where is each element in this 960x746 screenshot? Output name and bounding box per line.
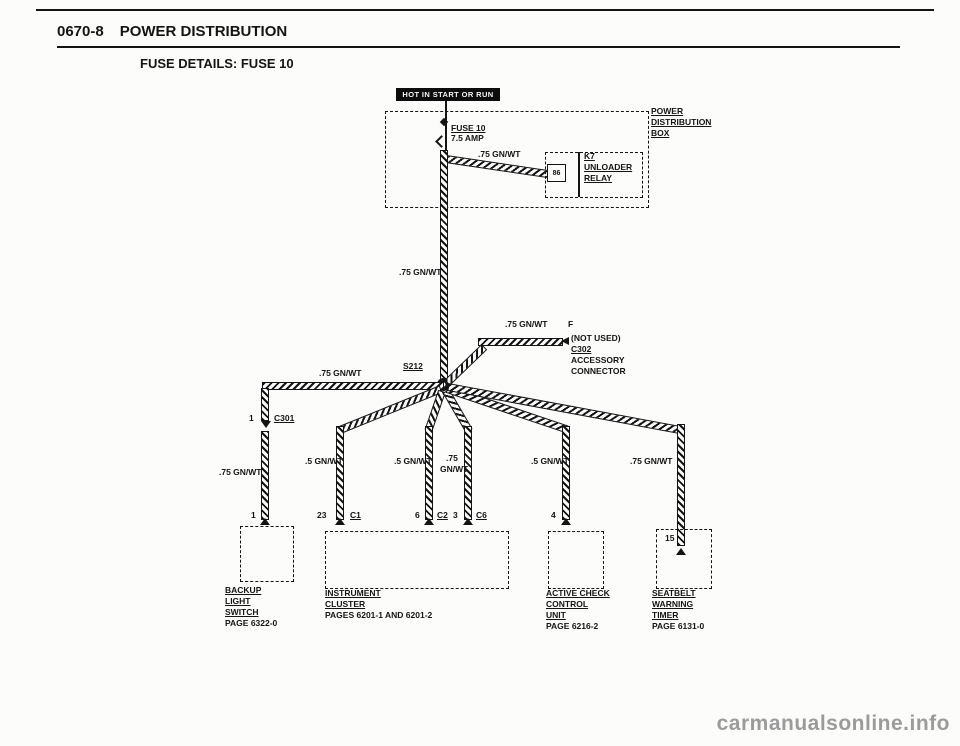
seatbelt-caption-line3: TIMER xyxy=(652,610,679,620)
pin-arrow-icon-backup xyxy=(260,518,270,525)
relay-label-k7: K7 xyxy=(584,151,595,161)
c302-note: (NOT USED) xyxy=(571,333,621,343)
cluster-caption-line1: INSTRUMENT xyxy=(325,588,381,598)
active-caption-line3: UNIT xyxy=(546,610,566,620)
doc-title: POWER DISTRIBUTION xyxy=(119,23,288,40)
c302-pin: F xyxy=(568,319,574,329)
relay-label-unloader: UNLOADER xyxy=(584,162,633,172)
instrument-cluster-box xyxy=(325,531,509,589)
wire-label-left: .75 GN/WT xyxy=(319,368,362,378)
connector-c302-arrow-icon xyxy=(561,337,569,345)
wire-splice-to-c302 xyxy=(478,338,563,346)
pin-arrow-icon-3 xyxy=(463,518,473,525)
power-box-label-1: POWER xyxy=(651,106,684,116)
c302-connector: CONNECTOR xyxy=(571,366,626,376)
cluster-caption-page: PAGES 6201-1 AND 6201-2 xyxy=(325,610,433,620)
connector-c301-label: C301 xyxy=(274,413,295,423)
connector-c1-label: C1 xyxy=(350,510,361,520)
backup-light-switch-box xyxy=(240,526,294,582)
pin-backup: 1 xyxy=(251,510,256,520)
wire-left-upper xyxy=(261,388,269,421)
wire-label-pin6: .5 GN/WT xyxy=(394,456,432,466)
header-rule xyxy=(57,46,900,48)
active-caption-page: PAGE 6216-2 xyxy=(546,621,599,631)
pin-6: 6 xyxy=(415,510,420,520)
connector-c6-label: C6 xyxy=(476,510,487,520)
backup-caption-line3: SWITCH xyxy=(225,607,259,617)
backup-light-switch-caption: BACKUP LIGHT SWITCH PAGE 6322-0 xyxy=(225,585,277,629)
power-box-label-2: DISTRIBUTION xyxy=(651,117,712,127)
wire-left-lower xyxy=(261,431,269,520)
power-distribution-box xyxy=(385,111,649,208)
doc-number: 0670-8 xyxy=(57,23,104,40)
watermark-text: carmanualsonline.info xyxy=(716,712,950,735)
splice-s212-label: S212 xyxy=(403,361,423,371)
relay-terminal-86: 86 xyxy=(547,164,566,182)
pin-arrow-icon-4 xyxy=(561,518,571,525)
instrument-cluster-caption: INSTRUMENT CLUSTER PAGES 6201-1 AND 6201… xyxy=(325,588,432,621)
pin-arrow-icon-15 xyxy=(676,548,686,555)
c302-accessory: ACCESSORY xyxy=(571,355,625,365)
hot-in-start-or-run-label: HOT IN START OR RUN xyxy=(396,88,500,101)
pin-15: 15 xyxy=(665,533,675,543)
seatbelt-caption-page: PAGE 6131-0 xyxy=(652,621,705,631)
unloader-relay-box xyxy=(545,152,643,198)
fuse-name: FUSE 10 xyxy=(451,123,486,133)
wire-to-pin15 xyxy=(677,424,685,546)
wire-label-pin15: .75 GN/WT xyxy=(630,456,673,466)
pin-4: 4 xyxy=(551,510,556,520)
page-top-rule xyxy=(36,9,934,11)
cluster-caption-line2: CLUSTER xyxy=(325,599,366,609)
section-title: FUSE DETAILS: FUSE 10 xyxy=(140,56,294,71)
wire-label-pin3-b: GN/WT xyxy=(440,464,469,474)
wire-splice-to-c302-diag xyxy=(444,344,488,386)
wire-label-pin4: .5 GN/WT xyxy=(531,456,569,466)
pin-arrow-icon-6 xyxy=(424,518,434,525)
wire-label-to-relay: .75 GN/WT xyxy=(478,149,521,159)
active-check-caption: ACTIVE CHECK CONTROL UNIT PAGE 6216-2 xyxy=(546,588,610,632)
power-box-label-3: BOX xyxy=(651,128,670,138)
wire-label-main: .75 GN/WT xyxy=(399,267,442,277)
active-caption-line2: CONTROL xyxy=(546,599,589,609)
seatbelt-caption-line2: WARNING xyxy=(652,599,694,609)
wire-label-to-backup: .75 GN/WT xyxy=(219,467,262,477)
pin-3: 3 xyxy=(453,510,458,520)
c301-pin: 1 xyxy=(249,413,254,423)
seatbelt-warning-timer-box xyxy=(656,529,712,589)
wire-label-pin3-a: .75 xyxy=(446,453,458,463)
wire-to-pin23 xyxy=(336,426,344,520)
connector-c302-label: C302 xyxy=(571,344,592,354)
active-caption-line1: ACTIVE CHECK xyxy=(546,588,610,598)
seatbelt-caption-line1: SEATBELT xyxy=(652,588,696,598)
wire-splice-left xyxy=(262,382,444,390)
wire-label-to-c302: .75 GN/WT xyxy=(505,319,548,329)
wire-to-pin4 xyxy=(562,426,570,520)
connector-c2-label: C2 xyxy=(437,510,448,520)
backup-caption-line1: BACKUP xyxy=(225,585,262,595)
relay-label-relay: RELAY xyxy=(584,173,613,183)
connector-c301-arrow-icon xyxy=(261,421,271,428)
wire-label-pin23: .5 GN/WT xyxy=(305,456,343,466)
active-check-control-box xyxy=(548,531,604,589)
relay-divider-line xyxy=(578,152,580,197)
page-title: 0670-8 POWER DISTRIBUTION xyxy=(57,24,287,40)
fuse-rating: 7.5 AMP xyxy=(451,133,484,143)
pin-arrow-icon-23 xyxy=(335,518,345,525)
pin-23: 23 xyxy=(317,510,327,520)
backup-caption-line2: LIGHT xyxy=(225,596,251,606)
backup-caption-page: PAGE 6322-0 xyxy=(225,618,278,628)
fuse-lead-line xyxy=(445,101,447,153)
wire-to-pin6 xyxy=(425,426,433,520)
seatbelt-caption: SEATBELT WARNING TIMER PAGE 6131-0 xyxy=(652,588,704,632)
